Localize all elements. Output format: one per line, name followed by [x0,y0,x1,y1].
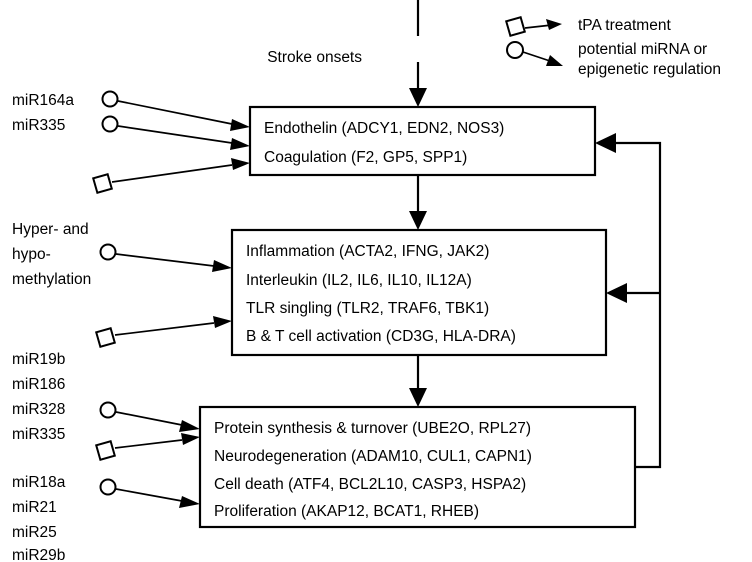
legend-arrowhead-tpa [546,19,562,30]
connector-tpa-to-box3 [114,439,183,449]
side-label-mir186: miR186 [12,376,65,393]
legend-item-mirna: potential miRNA or epigenetic regulation [506,41,721,78]
side-label-mir18a: miR18a [12,474,66,491]
box-protein-synthesis: Protein synthesis & turnover (UBE2O, RPL… [198,405,637,529]
square-marker-icon-tpa-box1 [91,172,114,195]
square-marker-icon-tpa-box2 [94,326,117,349]
side-label-mir335-top: miR335 [12,117,65,134]
feedback-path-box3-to-box1 [612,141,662,469]
side-label-mir29b: miR29b [12,547,65,562]
side-label-mir25: miR25 [12,524,57,541]
box2-line-1: Inflammation (ACTA2, IFNG, JAK2) [246,243,489,260]
connector-methylation-to-box2 [115,253,215,267]
box-inflammation: Inflammation (ACTA2, IFNG, JAK2) Interle… [230,228,608,357]
side-label-mir335-mid: miR335 [12,426,65,443]
arrowhead-mir335-box1 [230,138,250,150]
side-label-methylation-line3: methylation [12,271,91,288]
side-group-top: miR164a miR335 [12,90,250,195]
feedback-arrowhead-box2 [606,283,627,303]
arrowhead-tpa-box2 [213,316,232,328]
box-endothelin-coagulation-frame [248,105,597,177]
flow-arrowhead-box1-box2 [409,211,427,230]
side-label-methylation-line2: hypo- [12,246,51,263]
connector-tpa-to-box2 [114,322,215,336]
flow-box2-to-box3 [409,355,427,407]
arrowhead-tpa-box1 [231,158,250,170]
side-group-methylation: Hyper- and hypo- methylation [12,221,232,349]
connector-tpa-to-box1 [111,164,233,183]
side-label-mir164a: miR164a [12,92,74,109]
legend-label-mirna-line2: epigenetic regulation [578,61,721,78]
side-label-mir19b: miR19b [12,351,65,368]
legend: tPA treatment potential miRNA or epigene… [504,15,721,78]
box1-line-1: Endothelin (ADCY1, EDN2, NOS3) [264,120,504,137]
legend-connector-tpa [524,24,553,29]
arrowhead-mir164a-box1 [230,119,250,131]
feedback-loops [595,133,662,469]
box3-line-4: Proliferation (AKAP12, BCAT1, RHEB) [214,503,479,520]
connector-mir328-to-box3 [115,411,183,426]
circle-marker-icon-mir164a [101,90,119,108]
connector-mir164a-to-box1 [117,100,233,125]
box3-line-1: Protein synthesis & turnover (UBE2O, RPL… [214,420,531,437]
connector-mir18a-to-box3 [115,488,183,502]
flow-box1-to-box2 [409,175,427,230]
circle-marker-icon [506,41,524,59]
circle-marker-icon-mir18a [99,478,117,496]
feedback-arrowhead-box1 [595,133,616,153]
side-label-mir328: miR328 [12,401,65,418]
box2-line-2: Interleukin (IL2, IL6, IL10, IL12A) [246,272,472,289]
arrowhead-tpa-box3 [181,433,200,445]
flow-arrowhead-box2-box3 [409,388,427,407]
square-marker-icon-tpa-box3 [94,439,117,462]
circle-marker-icon-mir328 [99,401,117,419]
arrowhead-mir18a-box3 [179,496,200,508]
side-label-mir21: miR21 [12,499,57,516]
box3-line-3: Cell death (ATF4, BCL2L10, CASP3, HSPA2) [214,476,526,493]
arrowhead-methylation-box2 [212,260,232,272]
stroke-onset-flow: Stroke onsets [267,0,427,107]
legend-arrowhead-mirna [546,55,563,66]
connector-mir335-to-box1 [117,125,233,144]
legend-connector-mirna [522,51,554,63]
legend-label-tpa: tPA treatment [578,17,671,34]
box2-line-4: B & T cell activation (CD3G, HLA-DRA) [246,328,516,345]
box2-line-3: TLR singling (TLR2, TRAF6, TBK1) [246,300,489,317]
side-label-methylation-line1: Hyper- and [12,221,89,238]
side-group-middle: miR19b miR186 miR328 miR335 [12,351,200,462]
legend-label-mirna-line1: potential miRNA or [578,41,707,58]
arrowhead-mir328-box3 [179,420,200,432]
box3-line-2: Neurodegeneration (ADAM10, CUL1, CAPN1) [214,448,532,465]
legend-item-tpa: tPA treatment [504,15,671,38]
stroke-onset-arrowhead [409,88,427,107]
side-group-bottom: miR18a miR21 miR25 miR29b [12,474,200,562]
circle-marker-icon-methylation [99,243,117,261]
box1-line-2: Coagulation (F2, GP5, SPP1) [264,149,467,166]
box-endothelin-coagulation: Endothelin (ADCY1, EDN2, NOS3) Coagulati… [248,105,597,177]
stroke-onset-label: Stroke onsets [267,49,362,66]
circle-marker-icon-mir335-top [101,115,119,133]
square-marker-icon [504,15,527,38]
